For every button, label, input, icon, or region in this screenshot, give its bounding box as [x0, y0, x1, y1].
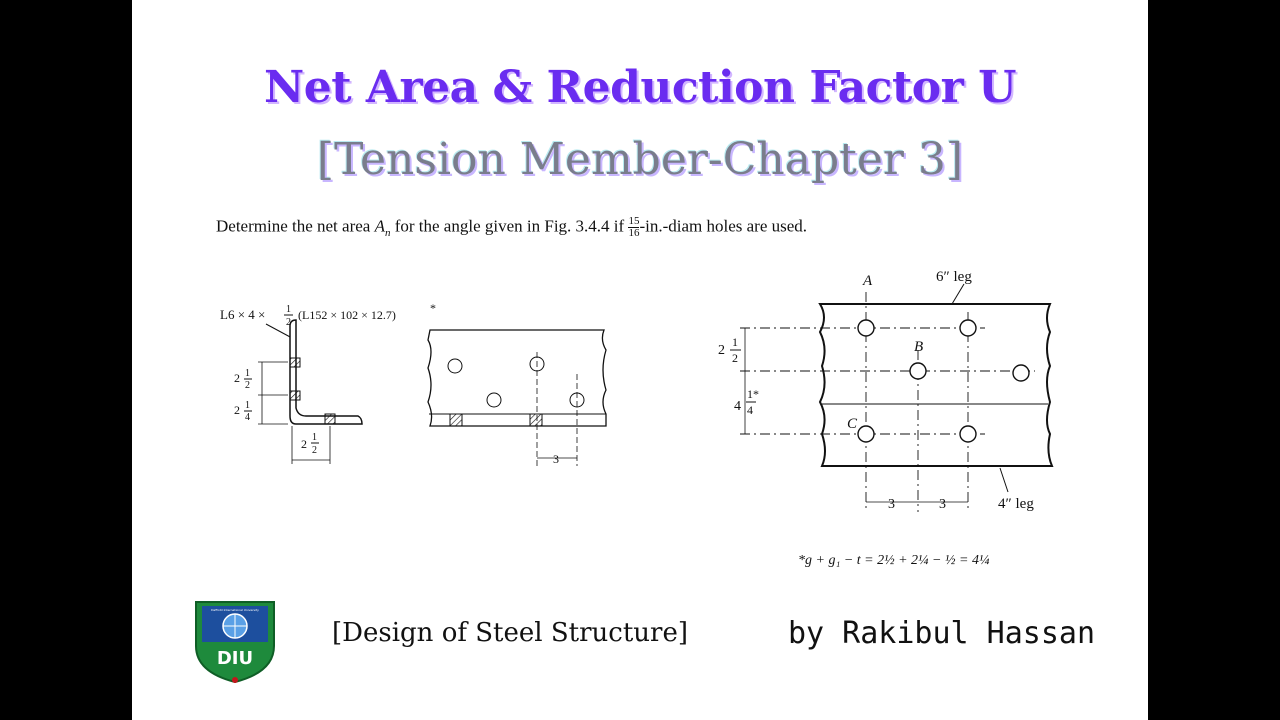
dim-a-whole: 2 — [234, 371, 240, 385]
label-c: C — [847, 416, 858, 432]
logo-university: Daffodil International University — [211, 608, 259, 612]
dim-c-den: 2 — [312, 445, 317, 456]
dim-left-1-whole: 2 — [718, 343, 725, 358]
problem-subscript: n — [384, 226, 391, 239]
leg-bottom-label: 4″ leg — [998, 496, 1034, 512]
dim-b-whole: 2 — [234, 403, 240, 417]
slide-title: Net Area & Reduction Factor U — [263, 62, 1017, 113]
dim-a-num: 1 — [245, 368, 250, 379]
dim-left-2-num: 1* — [747, 387, 759, 401]
problem-statement: Determine the net area An for the angle … — [216, 216, 807, 239]
dim-d: 3 — [553, 452, 559, 466]
side-hatch-1 — [449, 413, 463, 427]
hole-a2 — [959, 319, 977, 337]
dim-b-den: 4 — [245, 412, 250, 423]
fraction-denominator: 16 — [628, 227, 640, 239]
section-metric: (L152 × 102 × 12.7) — [298, 308, 396, 322]
side-hatch-2 — [529, 413, 543, 427]
slide: Net Area & Reduction Factor U [Tension M… — [132, 0, 1148, 720]
bolt-hatch-2 — [289, 390, 301, 401]
label-b: B — [914, 339, 923, 355]
section-frac-den: 2 — [286, 317, 291, 328]
gage-formula: *g + g₁ − t = 2½ + 2¼ − ½ = 4¼ — [798, 553, 990, 568]
author-name: by Rakibul Hassan — [788, 616, 1096, 651]
hole-pattern-figure: A 6″ leg B C 2 1 2 4 1* 4 3 3 — [718, 269, 1054, 568]
dim-b-num: 1 — [245, 400, 250, 411]
problem-symbol: A — [374, 216, 385, 236]
problem-text-mid: for the angle given in Fig. 3.4.4 if — [390, 216, 629, 236]
dim-bottom-1: 3 — [888, 497, 895, 512]
bolt-hatch-1 — [289, 357, 301, 368]
hole-c2 — [959, 425, 977, 443]
dim-left-2-whole: 4 — [734, 399, 741, 414]
problem-text-after: -in.-diam holes are used. — [639, 216, 808, 236]
hole-1 — [447, 358, 463, 374]
bolt-hatch-3 — [324, 413, 336, 425]
hole-c — [857, 425, 875, 443]
problem-text-before: Determine the net area — [216, 216, 375, 236]
angle-section — [289, 319, 363, 425]
hole-3 — [486, 392, 502, 408]
course-name: [Design of Steel Structure] — [332, 618, 688, 648]
angle-figure-left: L6 × 4 × 1 2 (L152 × 102 × 12.7) * 2 1 2… — [220, 301, 607, 466]
university-logo: DIU Daffodil International University — [195, 601, 275, 684]
dim-left-2-den: 4 — [747, 403, 753, 417]
dim-a-den: 2 — [245, 380, 250, 391]
section-asterisk: * — [430, 301, 436, 315]
hole-b — [909, 362, 927, 380]
section-label: L6 × 4 × — [220, 307, 265, 322]
logo-text: DIU — [217, 648, 253, 669]
hole-b2 — [1012, 364, 1030, 382]
section-frac-num: 1 — [286, 304, 291, 315]
fraction-numerator: 15 — [628, 215, 640, 228]
dim-c-num: 1 — [312, 432, 317, 443]
slide-subtitle: [Tension Member-Chapter 3] — [316, 134, 964, 185]
label-a: A — [862, 273, 873, 289]
dim-left-1-num: 1 — [732, 335, 738, 349]
dim-bottom-2: 3 — [939, 497, 946, 512]
leg-top-label: 6″ leg — [936, 269, 972, 285]
plate-outline — [818, 303, 1054, 467]
angle-side-view — [427, 329, 607, 427]
dim-c-whole: 2 — [301, 437, 307, 451]
dim-left-1-den: 2 — [732, 351, 738, 365]
hole-a — [857, 319, 875, 337]
